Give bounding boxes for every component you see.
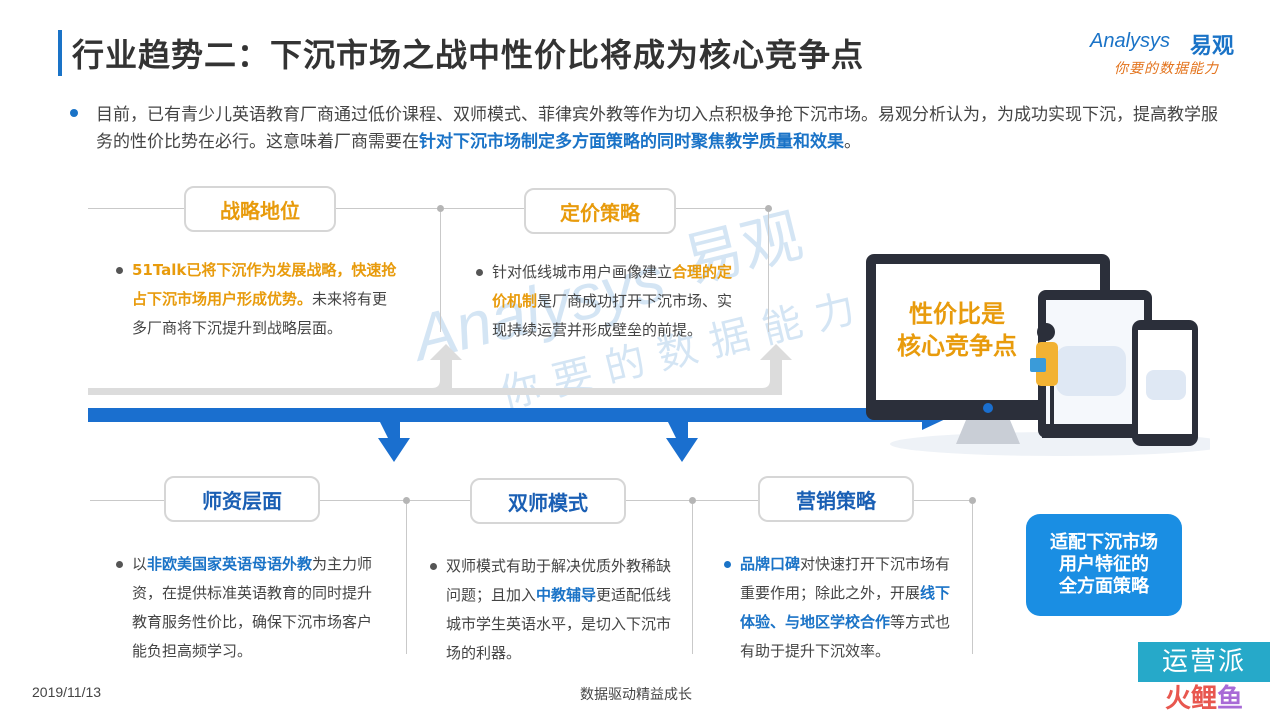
footer-date: 2019/11/13 — [32, 684, 102, 700]
connector-dot — [403, 497, 410, 504]
bottom-vertical-line-2 — [692, 504, 693, 654]
tag-teachers: 师资层面 — [164, 476, 320, 522]
connector-dot — [689, 497, 696, 504]
core-competitiveness-text: 性价比是 核心竞争点 — [882, 298, 1032, 362]
tag-pricing-strategy: 定价策略 — [524, 188, 676, 234]
desc-strategic-position: 51Talk已将下沉作为发展战略，快速抢占下沉市场用户形成优势。未来将有更多厂商… — [116, 256, 400, 343]
title-accent-bar — [58, 30, 62, 76]
desc-teachers: 以非欧美国家英语母语外教为主力师资，在提供标准英语教育的同时提升教育服务性价比，… — [116, 550, 382, 666]
gray-arrow-band — [88, 344, 462, 395]
blue-down-arrow-2 — [666, 422, 698, 462]
corner-logo-top: 运营派 — [1138, 642, 1270, 682]
strategy-line-1: 适配下沉市场 — [1050, 532, 1158, 553]
blue-main-arrow-body — [88, 408, 928, 422]
intro-text-1: 目前，已有青少儿英语教育厂商通过低价课程、双师模式、菲律宾外教等作为切入点积极争… — [96, 105, 1218, 152]
logo-brand-zh: 易观 — [1190, 34, 1235, 59]
desc-dual-teacher: 双师模式有助于解决优质外教稀缺问题；且加入中教辅导更适配低线城市学生英语水平，是… — [430, 552, 678, 668]
gray-arrow-band-2 — [452, 344, 792, 395]
desc-pricing-strategy: 针对低线城市用户画像建立合理的定价机制是厂商成功打开下沉市场、实现持续运营并形成… — [476, 258, 742, 345]
strategy-line-2: 用户特征的 — [1059, 554, 1149, 575]
connector-dot — [437, 205, 444, 212]
desc-text-pre: 以 — [132, 555, 148, 573]
devices-illustration — [866, 254, 1210, 456]
desc-text: 是厂商成功打开下沉市场、实现持续运营并形成壁垒的前提。 — [492, 292, 733, 339]
corner-char-1: 火 — [1164, 684, 1191, 714]
blue-down-arrow-1 — [378, 422, 410, 462]
bullet-icon — [116, 267, 123, 274]
logo-tagline: 你要的数据能力 — [1114, 61, 1219, 77]
footer-slogan: 数据驱动精益成长 — [580, 687, 692, 703]
desc-marketing: 品牌口碑对快速打开下沉市场有重要作用；除此之外，开展线下体验、与地区学校合作等方… — [724, 550, 960, 666]
bullet-icon — [724, 561, 731, 568]
intro-paragraph: 目前，已有青少儿英语教育厂商通过低价课程、双师模式、菲律宾外教等作为切入点积极争… — [70, 102, 1222, 156]
desc-text: 等方式也有助于提升下沉效率。 — [740, 613, 951, 660]
desc-highlight: 中教辅导 — [536, 586, 597, 604]
core-line-2: 核心竞争点 — [897, 332, 1017, 360]
desc-text: 为主力师资，在提供标准英语教育的同时提升教育服务性价比，确保下沉市场客户能负担高… — [132, 555, 373, 660]
desc-highlight: 非欧美国家英语母语外教 — [147, 555, 313, 573]
desc-highlight: 品牌口碑 — [740, 555, 801, 573]
desc-highlight: 51Talk已将下沉作为发展战略，快速抢占下沉市场用户形成优势。 — [132, 261, 397, 308]
desc-highlight: 合理的定价机制 — [492, 263, 733, 310]
tag-strategic-position: 战略地位 — [184, 186, 336, 232]
intro-text-2: 。 — [844, 132, 861, 152]
top-vertical-line-1 — [440, 212, 441, 332]
intro-highlight: 针对下沉市场制定多方面策略的同时聚焦教学质量和效果 — [419, 132, 844, 152]
desc-text: 未来将有更多厂商将下沉提升到战略层面。 — [132, 290, 388, 337]
corner-char-3: 鱼 — [1217, 684, 1244, 714]
bottom-vertical-line-1 — [406, 504, 407, 654]
bottom-vertical-line-3 — [972, 504, 973, 654]
bullet-icon — [116, 561, 123, 568]
desc-text-pre: 针对低线城市用户画像建立 — [492, 263, 673, 281]
desc-text-pre: 双师模式有助于解决优质外教稀缺问题；且加入 — [446, 557, 672, 604]
bullet-icon — [70, 109, 78, 117]
strategy-line-3: 全方面策略 — [1059, 576, 1149, 597]
corner-logo-bottom: 火鲤鱼 — [1138, 682, 1270, 716]
corner-char-2: 鲤 — [1190, 684, 1217, 714]
bullet-icon — [430, 563, 437, 570]
page-title: 行业趋势二：下沉市场之战中性价比将成为核心竞争点 — [72, 36, 865, 74]
desc-text-mid: 对快速打开下沉市场有重要作用；除此之外，开展 — [740, 555, 951, 602]
tag-marketing: 营销策略 — [758, 476, 914, 522]
core-line-1: 性价比是 — [909, 300, 1005, 328]
logo-brand-en: Analysys — [1090, 30, 1171, 52]
tag-dual-teacher: 双师模式 — [470, 478, 626, 524]
analysys-logo: Analysys 易观 你要的数据能力 — [1090, 30, 1250, 84]
desc-highlight-2: 线下体验、与地区学校合作 — [740, 584, 951, 631]
desc-text: 更适配低线城市学生英语水平，是切入下沉市场的利器。 — [446, 586, 672, 662]
strategy-summary-box: 适配下沉市场 用户特征的 全方面策略 — [1026, 514, 1182, 616]
connector-dot — [765, 205, 772, 212]
bullet-icon — [476, 269, 483, 276]
corner-logo: 运营派 火鲤鱼 — [1138, 642, 1270, 716]
top-vertical-line-2 — [768, 212, 769, 332]
connector-dot — [969, 497, 976, 504]
